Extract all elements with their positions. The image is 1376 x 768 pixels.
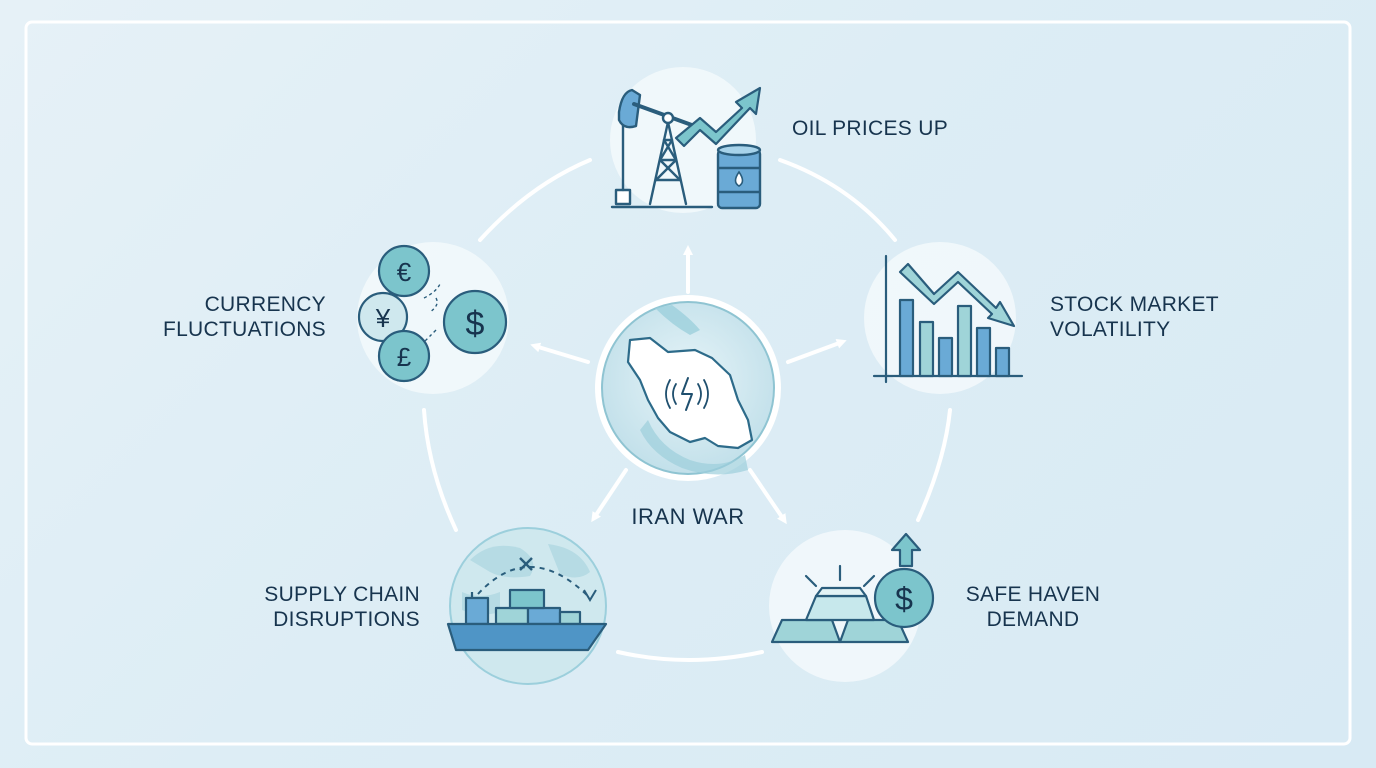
currency-label: CURRENCY FLUCTUATIONS [128, 292, 326, 342]
center-label: IRAN WAR [631, 504, 744, 529]
oil-barrel-icon [716, 143, 762, 210]
safe-haven-dollar-symbol: $ [895, 581, 913, 617]
supply-label: SUPPLY CHAIN DISRUPTIONS [230, 582, 420, 632]
stock-chart-icon [872, 254, 1024, 384]
stocks-label-line-1: STOCK MARKET [1050, 293, 1219, 316]
safe-haven-label-line-2: DEMAND [986, 608, 1080, 631]
supply-label-line-2: DISRUPTIONS [273, 608, 420, 631]
trend-up-arrow-icon [674, 86, 762, 148]
lightning-icon [681, 377, 693, 411]
arrows [530, 245, 847, 525]
safe-haven-label-line-1: SAFE HAVEN [965, 583, 1101, 606]
arrow-to-stocks [786, 339, 847, 364]
cargo-ship-icon [446, 588, 608, 652]
cycle-ring [422, 158, 952, 662]
pound-coin [377, 329, 431, 383]
currency-label-line-2: FLUCTUATIONS [162, 318, 326, 341]
arrow-to-currency [530, 342, 590, 364]
oil-label: OIL PRICES UP [792, 116, 948, 141]
supply-label-line-1: SUPPLY CHAIN [264, 583, 420, 606]
currency-label-line-1: CURRENCY [204, 293, 326, 316]
currency-coins-icon: € ¥ £ $ [357, 244, 508, 383]
pound-symbol: £ [397, 342, 412, 372]
stocks-label: STOCK MARKET VOLATILITY [1050, 292, 1219, 342]
gold-bars-icon [770, 564, 910, 644]
oil-pump-icon [610, 88, 714, 209]
dollar-coin [442, 289, 508, 355]
arrow-to-safe-haven [748, 468, 787, 525]
oil-label-line: OIL PRICES UP [792, 117, 948, 140]
euro-symbol: € [397, 257, 412, 287]
safe-haven-label: SAFE HAVEN DEMAND [948, 582, 1118, 632]
dollar-up-icon: $ [873, 532, 935, 629]
yen-symbol: ¥ [375, 303, 391, 333]
stocks-label-line-2: VOLATILITY [1050, 318, 1171, 341]
dollar-symbol: $ [466, 305, 485, 343]
outer-frame [24, 20, 1352, 746]
arrow-to-supply [591, 468, 628, 523]
iran-globe-icon [595, 295, 781, 481]
euro-coin [377, 244, 431, 298]
